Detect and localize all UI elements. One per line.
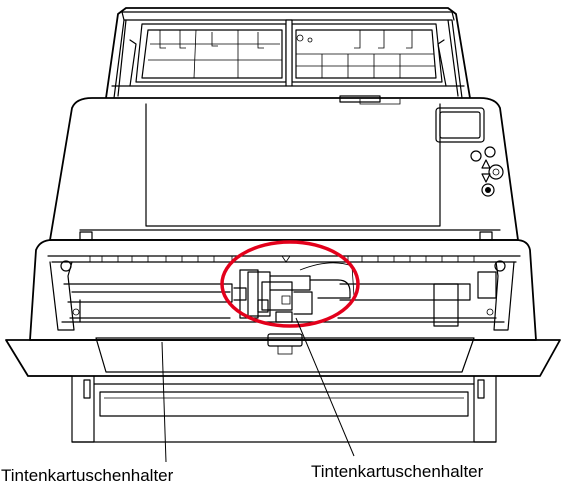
operator-panel bbox=[435, 107, 504, 197]
back-button bbox=[484, 146, 496, 158]
menu-button bbox=[470, 150, 482, 162]
ink-cartridge-holder bbox=[233, 262, 355, 323]
paper-chute bbox=[105, 7, 471, 103]
up-button bbox=[481, 159, 491, 169]
right-callout-label: Tintenkartuschenhalter bbox=[311, 462, 484, 481]
lcd-screen bbox=[439, 111, 481, 139]
front-cover bbox=[5, 333, 561, 443]
left-callout-leader bbox=[161, 341, 167, 463]
left-callout-label: Tintenkartuschenhalter bbox=[1, 466, 174, 485]
right-callout-leader bbox=[295, 317, 355, 457]
highlight-circle bbox=[220, 240, 360, 328]
down-button bbox=[481, 173, 491, 183]
start-button bbox=[488, 164, 504, 180]
top-cover bbox=[49, 97, 519, 241]
power-button bbox=[481, 183, 495, 197]
